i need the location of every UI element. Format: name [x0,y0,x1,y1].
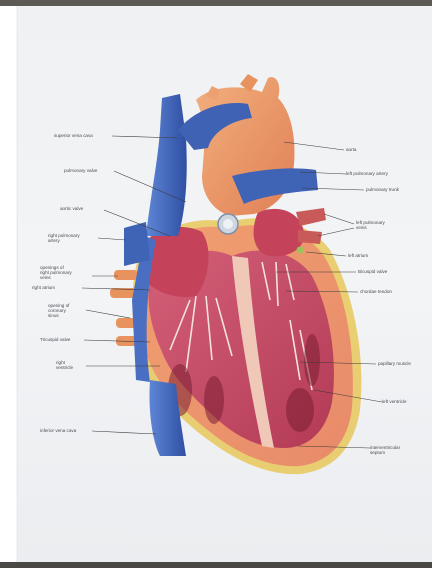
right-pulmonary-artery [124,222,150,266]
label-left-atrium: left atrium [348,253,368,258]
label-right-atrium: right atrium [32,285,55,290]
label-inferior-vena-cava: inferior vena cava [40,428,76,433]
label-opening-coronary-sinus: opening of coronary sinus [48,303,69,318]
left-atrium [254,209,305,256]
label-left-pulmonary-veins: left pulmonary veins [356,220,385,230]
label-tricuspid-valve: Tricuspid valve [40,337,70,342]
label-chordae-tendon: chordae tendon [360,289,392,294]
left-pulmonary-vein-upper [296,208,326,226]
label-pulmonary-valve: pulmonary valve [64,168,97,173]
label-interventricular-septum: interventricular septum [370,445,400,455]
label-right-pulmonary-artery: right pulmonary artery [48,233,80,243]
superior-vena-cava [146,94,187,236]
label-left-ventricle: left ventricle [382,399,407,404]
label-pulmonary-trunk: pulmonary trunk [366,187,399,192]
label-aorta: aorta [346,147,356,152]
label-left-pulmonary-artery: left pulmonary artery [346,171,388,176]
coronary-vessel [297,247,304,254]
label-aortic-valve: aortic valve [60,206,83,211]
left-pulmonary-vein-lower [298,230,322,244]
label-right-ventricle: right ventricle [56,360,73,370]
label-openings-pulmonary-veins: openings of right pulmonary veins [40,265,72,280]
label-papillary-muscle: papillary muscle [378,361,411,366]
label-bicuspid-valve: Bicuspid valve [358,269,387,274]
label-superior-vena-cava: superior vena cava [54,133,93,138]
pulmonary-valve-ring [223,219,233,229]
